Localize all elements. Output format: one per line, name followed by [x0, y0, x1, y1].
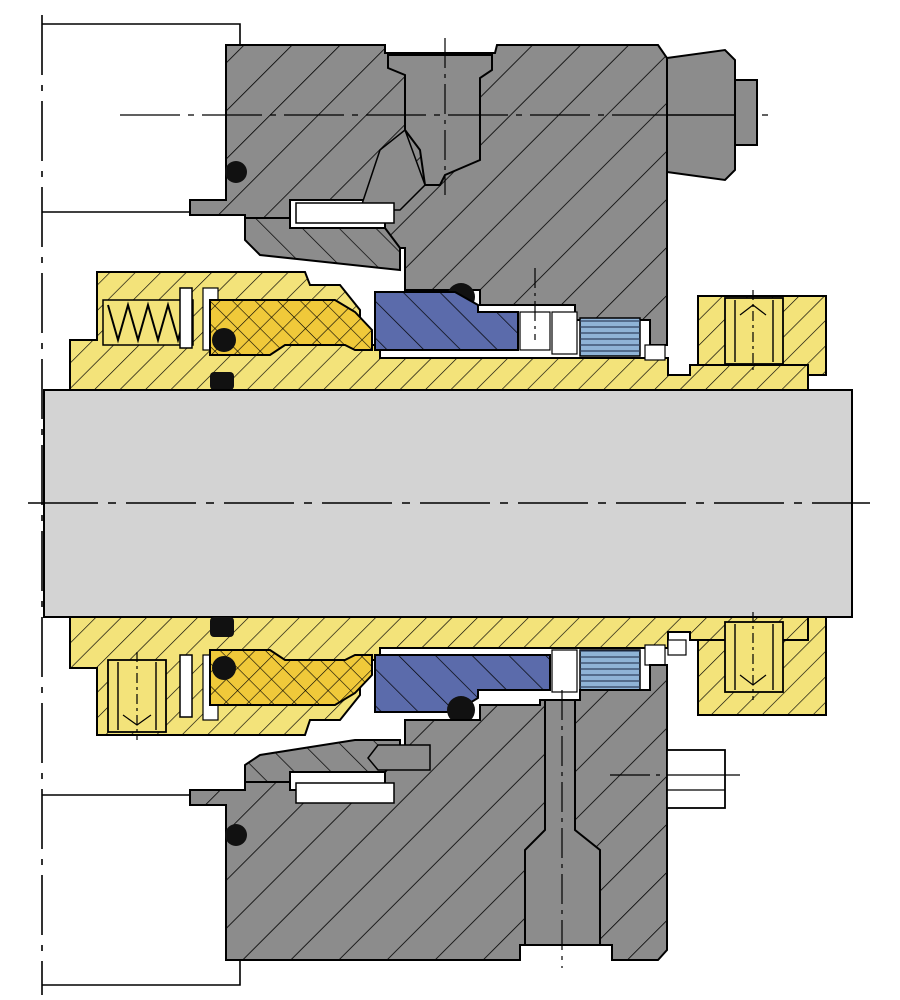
o-ring	[210, 617, 234, 637]
clearance-gap	[644, 344, 666, 361]
clearance-gap	[667, 639, 687, 656]
o-ring	[447, 696, 475, 724]
drive-collar-top	[697, 290, 827, 376]
anti-rotation-pin	[367, 744, 431, 771]
hex-bolt	[666, 749, 726, 809]
clearance-gap	[551, 649, 578, 693]
spring-retainer	[179, 287, 193, 349]
set-screw	[724, 297, 784, 365]
o-ring	[225, 161, 247, 183]
drain-port-bottom	[524, 699, 601, 946]
top-flange-outline	[42, 23, 241, 45]
gland-plate-top-hatch	[245, 218, 400, 270]
clearance-gap	[551, 311, 578, 355]
shaft-sleeve-bottom	[69, 616, 809, 740]
set-screw	[724, 621, 784, 693]
spring-retainer	[179, 654, 193, 718]
seal-housing-top	[120, 38, 775, 346]
o-ring	[225, 824, 247, 846]
shaft	[28, 389, 870, 618]
housing-top-hatch	[190, 45, 667, 345]
o-ring	[212, 656, 236, 680]
shaft-sleeve-top	[69, 268, 809, 391]
seal-housing-bottom	[189, 664, 740, 968]
left-reference-frame	[41, 15, 241, 995]
hex-bolt	[666, 48, 758, 182]
bottom-flange-inner	[42, 960, 241, 986]
o-ring	[210, 372, 234, 390]
drive-collar-bottom	[697, 612, 827, 716]
clearance-gap	[644, 644, 666, 666]
o-ring	[212, 328, 236, 352]
clearance-gap-bottom	[295, 782, 395, 804]
flush-port-top	[387, 54, 493, 186]
clearance-gap-top	[295, 202, 395, 224]
spring	[107, 301, 189, 344]
